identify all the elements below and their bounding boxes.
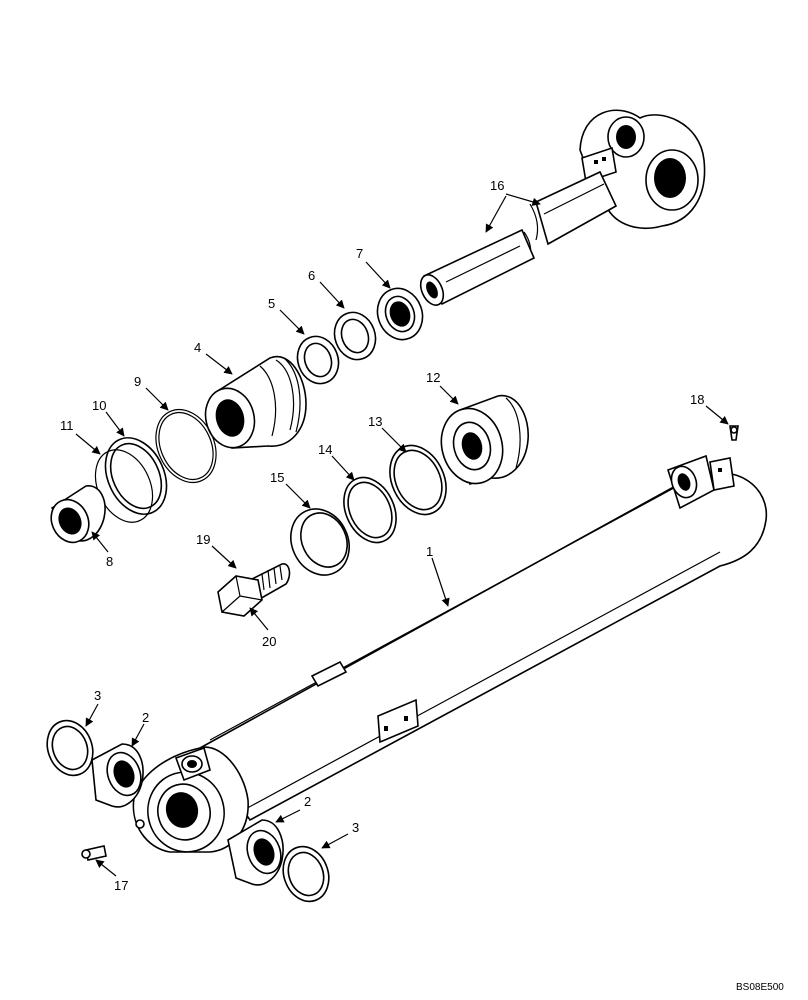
leader-18	[705, 405, 729, 425]
grease-fitting-part-18	[729, 425, 739, 441]
callout-16: 16	[490, 178, 504, 193]
callout-14: 14	[318, 442, 332, 457]
callout-2-upper: 2	[142, 710, 149, 725]
leader-10	[105, 411, 125, 437]
leader-3b	[321, 833, 349, 849]
callout-6: 6	[308, 268, 315, 283]
wiper-seal-part-7	[376, 287, 424, 341]
leader-8	[91, 531, 109, 553]
leader-14	[331, 455, 355, 481]
leader-1	[431, 557, 450, 607]
callout-18: 18	[690, 392, 704, 407]
callout-10: 10	[92, 398, 106, 413]
leader-19	[211, 545, 237, 569]
leader-lines	[75, 193, 729, 877]
grease-fitting-part-17	[81, 845, 107, 861]
leader-6	[319, 281, 345, 309]
callout-12: 12	[426, 370, 440, 385]
cylinder-barrel-part-1	[132, 454, 768, 853]
callout-17: 17	[114, 878, 128, 893]
callout-15: 15	[270, 470, 284, 485]
leader-16a	[485, 195, 507, 233]
bushing-part-2-lower	[227, 819, 284, 886]
leader-20	[249, 607, 269, 631]
drawing-code: BS08E500	[736, 982, 784, 993]
callout-11: 11	[60, 418, 74, 433]
bushing-part-8	[50, 485, 106, 544]
seal-ring-part-13	[389, 444, 447, 516]
bushing-part-2-upper	[91, 743, 144, 808]
leader-9	[145, 387, 169, 411]
leader-11	[75, 433, 101, 455]
bolt-part-19-20	[217, 563, 291, 617]
seal-ring-part-6	[333, 311, 377, 361]
callout-4: 4	[194, 340, 201, 355]
callout-7: 7	[356, 246, 363, 261]
leader-12	[439, 385, 459, 405]
leader-13	[381, 427, 407, 453]
piston-rod-part-16	[419, 109, 706, 306]
gland-part-4	[204, 355, 307, 449]
seal-ring-part-5	[296, 335, 340, 385]
leader-4	[205, 353, 233, 375]
leader-17	[95, 859, 117, 877]
leader-2a	[131, 723, 145, 747]
callout-9: 9	[134, 374, 141, 389]
leader-15	[285, 483, 311, 509]
callout-3-upper: 3	[94, 688, 101, 703]
backup-ring-part-10	[104, 437, 168, 515]
leader-2b	[275, 809, 301, 823]
callout-20: 20	[262, 634, 276, 649]
callout-labels: 16 7 6 5 4 12 18 9 10 11 13 14 15 8 1 19…	[60, 178, 704, 893]
callout-1: 1	[426, 544, 433, 559]
piston-part-12	[440, 394, 529, 486]
callout-19: 19	[196, 532, 210, 547]
leader-7	[365, 261, 391, 289]
leader-3a	[85, 703, 99, 727]
wear-ring-part-15	[290, 508, 350, 576]
leader-16b	[505, 193, 541, 206]
ring-part-3-upper	[46, 719, 94, 777]
seal-ring-part-14	[343, 476, 397, 544]
callout-8: 8	[106, 554, 113, 569]
callout-2-lower: 2	[304, 794, 311, 809]
o-ring-part-9	[155, 408, 217, 484]
callout-13: 13	[368, 414, 382, 429]
callout-3-lower: 3	[352, 820, 359, 835]
callout-5: 5	[268, 296, 275, 311]
ring-part-3-lower	[282, 845, 330, 903]
leader-5	[279, 309, 305, 335]
